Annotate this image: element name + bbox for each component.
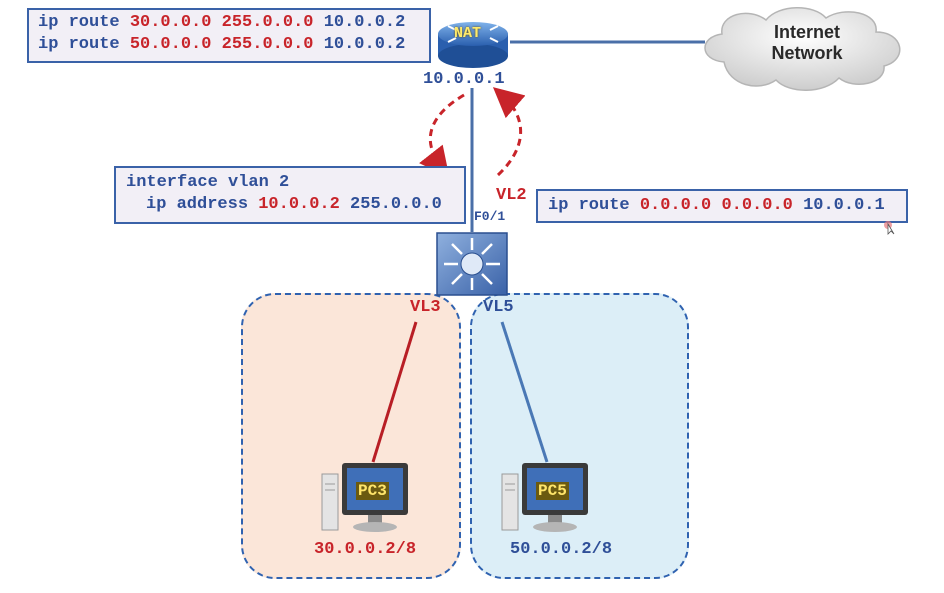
- pc3-label: PC3: [356, 482, 389, 500]
- pc5-ip-label: 50.0.0.2/8: [510, 540, 613, 559]
- nat-label: NAT: [454, 25, 482, 42]
- vl3-link: [371, 321, 418, 463]
- router-ip-label: 10.0.0.1: [423, 70, 505, 89]
- pc3-computer-icon: PC3: [320, 460, 412, 536]
- iface-line-1: interface vlan 2: [126, 173, 290, 192]
- vl3-label: VL3: [410, 298, 441, 317]
- pc3-ip-label: 30.0.0.2/8: [314, 540, 417, 559]
- vl2-label: VL2: [496, 186, 527, 205]
- default-route-box: ip route 0.0.0.0 0.0.0.0 10.0.0.1: [536, 189, 908, 223]
- router-static-routes-box: ip route 30.0.0.0 255.0.0.0 10.0.0.2 ip …: [27, 8, 431, 63]
- internet-cloud: Internet Network: [694, 2, 912, 94]
- vl5-link: [500, 321, 549, 463]
- default-route-line: ip route 0.0.0.0 0.0.0.0 10.0.0.1: [548, 196, 885, 215]
- reply-arrow: [492, 87, 526, 177]
- interface-vlan-box: interface vlan 2 ip address 10.0.0.2 255…: [114, 166, 466, 224]
- vl5-label: VL5: [483, 298, 514, 317]
- vlan3-zone: [241, 293, 461, 579]
- pc5-label: PC5: [536, 482, 569, 500]
- iface-line-2: ip address 10.0.0.2 255.0.0.0: [146, 195, 442, 214]
- route-line-1: ip route 30.0.0.0 255.0.0.0 10.0.0.2: [38, 13, 406, 32]
- port-label: F0/1: [474, 209, 506, 224]
- cloud-line-2: Network: [771, 43, 843, 63]
- request-arrow: [419, 93, 465, 178]
- route-line-2: ip route 50.0.0.0 255.0.0.0 10.0.0.2: [38, 35, 406, 54]
- layer3-switch-icon: [436, 232, 508, 296]
- pc5-computer-icon: PC5: [500, 460, 592, 536]
- mouse-cursor-icon: [884, 220, 896, 235]
- cloud-line-1: Internet: [773, 22, 840, 42]
- nat-router-icon: NAT: [436, 14, 510, 70]
- cloud-label: Internet Network: [752, 22, 862, 64]
